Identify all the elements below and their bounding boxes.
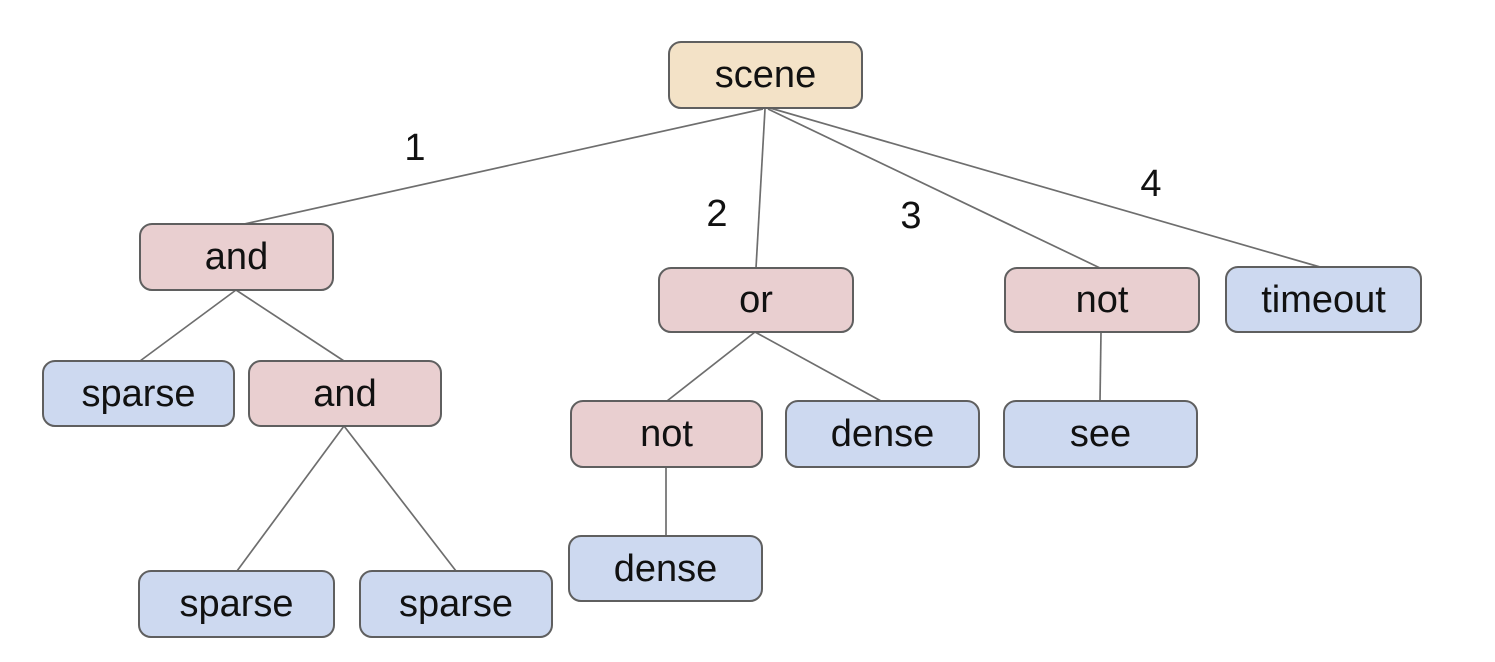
node-and-2: and — [248, 360, 442, 427]
edge-scene-and — [239, 108, 764, 226]
edge-scene-not — [767, 108, 1101, 269]
edge-and-and — [235, 289, 345, 362]
edge-or-not — [666, 331, 756, 402]
edge-and2-sparse — [236, 425, 345, 572]
edge-scene-or — [755, 108, 766, 269]
node-scene: scene — [668, 41, 863, 109]
edge-label-3: 3 — [900, 195, 922, 237]
node-dense-2: dense — [568, 535, 763, 602]
edge-label-1: 1 — [404, 127, 426, 169]
edge-scene-timeout — [769, 107, 1321, 268]
edge-or-dense — [754, 331, 882, 402]
node-not-2: not — [570, 400, 763, 468]
node-sparse-3: sparse — [359, 570, 553, 638]
node-timeout: timeout — [1225, 266, 1422, 333]
edge-label-4: 4 — [1140, 163, 1162, 205]
node-sparse-2: sparse — [138, 570, 335, 638]
node-and-1: and — [139, 223, 334, 291]
edge-and-sparse — [139, 289, 237, 362]
node-dense-1: dense — [785, 400, 980, 468]
edge-label-2: 2 — [706, 193, 728, 235]
edge-not-see — [1099, 331, 1102, 402]
node-or: or — [658, 267, 854, 333]
node-sparse-1: sparse — [42, 360, 235, 427]
edge-and2-sparse2 — [343, 425, 457, 572]
node-see: see — [1003, 400, 1198, 468]
node-not-1: not — [1004, 267, 1200, 333]
